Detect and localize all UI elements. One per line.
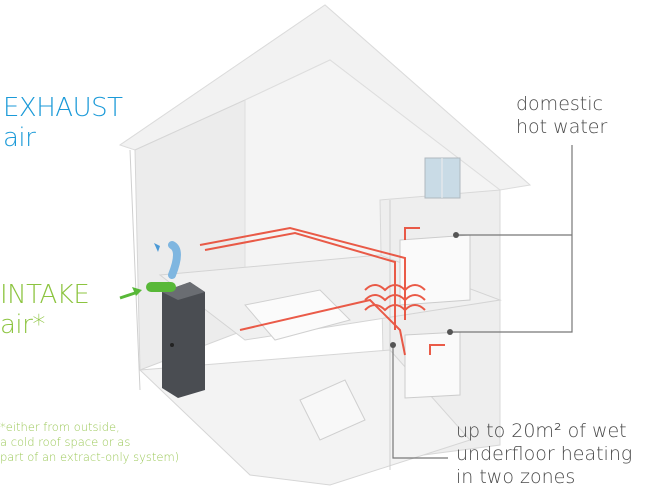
underfloor-line: underfloor heating bbox=[456, 443, 633, 465]
hot-water-line: domestic bbox=[516, 93, 603, 115]
underfloor-line: in two zones bbox=[456, 466, 576, 488]
hot-water-line: hot water bbox=[516, 116, 608, 138]
ground-floor bbox=[138, 349, 471, 486]
intake-arrow-icon bbox=[119, 287, 142, 300]
callout-lines bbox=[392, 145, 573, 459]
heating-pipes bbox=[199, 226, 445, 356]
intake-label: INTAKE air* bbox=[0, 280, 90, 340]
footnote-line: part of an extract-only system) bbox=[0, 450, 180, 464]
hot-water-label: domestic hot water bbox=[516, 93, 607, 139]
intake-label-line2: air* bbox=[0, 310, 45, 340]
underfloor-line: up to 20m² of wet bbox=[456, 420, 627, 442]
bath bbox=[399, 234, 471, 306]
exhaust-duct bbox=[168, 241, 181, 279]
footnote-line: a cold roof space or as bbox=[0, 435, 131, 449]
exhaust-label: EXHAUST air bbox=[3, 93, 123, 153]
callout-dot bbox=[390, 342, 396, 348]
underfloor-label: up to 20m² of wet underfloor heating in … bbox=[456, 420, 632, 489]
exhaust-arrow-icon bbox=[154, 243, 160, 252]
bed bbox=[244, 289, 351, 341]
sofa bbox=[299, 379, 366, 441]
intake-label-line1: INTAKE bbox=[0, 280, 90, 310]
exhaust-label-line2: air bbox=[3, 123, 36, 153]
exhaust-label-line1: EXHAUST bbox=[3, 93, 123, 123]
callout-dot bbox=[453, 232, 459, 238]
intake-duct bbox=[146, 282, 176, 292]
heat-pump-unit bbox=[162, 282, 205, 398]
footnote-line: *either from outside, bbox=[0, 420, 120, 434]
sink bbox=[404, 331, 461, 399]
callout-dot bbox=[447, 329, 453, 335]
intake-footnote: *either from outside, a cold roof space … bbox=[0, 420, 179, 465]
